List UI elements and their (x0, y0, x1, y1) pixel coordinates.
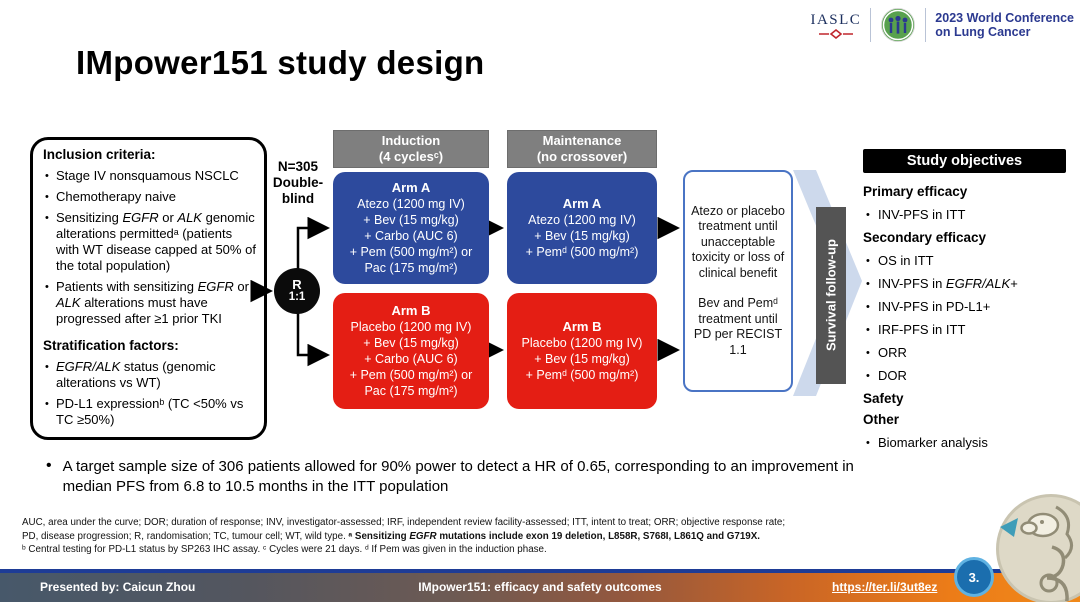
list-item: Sensitizing EGFR or ALK genomic alterati… (43, 210, 258, 274)
arm-a-maintenance-box: Arm A Atezo (1200 mg IV) + Bev (15 mg/kg… (507, 172, 657, 284)
secondary-efficacy-heading: Secondary efficacy (863, 230, 987, 245)
bullet-dot: • (46, 457, 52, 474)
safety-heading: Safety (863, 391, 904, 406)
study-objectives-panel: Primary efficacy INV-PFS in ITT Secondar… (863, 179, 1077, 458)
maintenance-phase-header: Maintenance (no crossover) (507, 130, 657, 168)
survival-followup-bar: Survival follow-up (816, 207, 846, 384)
randomization-r: R (292, 277, 302, 292)
other-heading: Other (863, 412, 900, 427)
stratification-heading: Stratification factors: (43, 338, 179, 353)
regimen-line: + Bev (15 mg/kg) (534, 352, 630, 366)
maintenance-header-line2: (no crossover) (536, 149, 628, 164)
arm-title: Arm A (562, 196, 602, 211)
continuation-para2: Bev and Pemᵈ treatment until PD per RECI… (693, 296, 783, 357)
page-number-badge: 3. (954, 557, 994, 597)
conference-brand: IASLC 2023 World Conference on Lung Canc… (810, 5, 1074, 45)
brand-divider (870, 8, 872, 42)
regimen-line: Atezo (1200 mg IV) (357, 197, 465, 211)
list-item: Chemotherapy naive (43, 189, 258, 205)
other-objectives-list: Biomarker analysis (863, 435, 1077, 451)
conference-line2: on Lung Cancer (935, 25, 1031, 39)
iaslc-ribbon-icon (818, 28, 853, 39)
induction-phase-header: Induction (4 cyclesᶜ) (333, 130, 489, 168)
regimen-line: + Bev (15 mg/kg) (363, 336, 459, 350)
footnote-line1: AUC, area under the curve; DOR; duration… (22, 517, 786, 528)
secondary-objectives-list: OS in ITT INV-PFS in EGFR/ALK+ INV-PFS i… (863, 253, 1077, 384)
conference-name: 2023 World Conference on Lung Cancer (935, 11, 1074, 39)
footer-bar (0, 573, 1080, 602)
inclusion-criteria-box: Inclusion criteria: Stage IV nonsquamous… (30, 137, 267, 440)
regimen-line: Placebo (1200 mg IV) (521, 336, 643, 350)
merlion-graphic (996, 494, 1080, 602)
iaslc-logo: IASLC (810, 12, 861, 39)
iaslc-wordmark: IASLC (810, 11, 862, 28)
list-item: ORR (863, 345, 1077, 361)
regimen-line: Placebo (1200 mg IV) (350, 320, 472, 334)
inclusion-heading: Inclusion criteria: (43, 147, 156, 162)
arm-a-induction-box: Arm A Atezo (1200 mg IV) + Bev (15 mg/kg… (333, 172, 489, 284)
regimen-line: + Pem (500 mg/m²) or (349, 368, 473, 382)
list-item: Stage IV nonsquamous NSCLC (43, 168, 258, 184)
list-item: DOR (863, 368, 1077, 384)
list-item: Biomarker analysis (863, 435, 1077, 451)
regimen-line: + Pemᵈ (500 mg/m²) (525, 245, 639, 259)
treatment-continuation-box: Atezo or placebo treatment until unaccep… (683, 170, 793, 392)
footnotes: AUC, area under the curve; DOR; duration… (22, 516, 930, 557)
arm-title: Arm B (391, 303, 431, 318)
arm-b-induction-box: Arm B Placebo (1200 mg IV) + Bev (15 mg/… (333, 293, 489, 409)
key-point: • A target sample size of 306 patients a… (46, 457, 876, 497)
page-title: IMpower151 study design (76, 44, 485, 81)
slide-link[interactable]: https://ter.li/3ut8ez (832, 580, 938, 594)
primary-objectives-list: INV-PFS in ITT (863, 207, 1077, 223)
induction-header-line1: Induction (381, 133, 441, 148)
deck-title: IMpower151: efficacy and safety outcomes (418, 580, 662, 594)
footer-accent-line (0, 569, 1080, 573)
key-point-text: A target sample size of 306 patients all… (62, 458, 854, 495)
continuation-para1: Atezo or placebo treatment until unaccep… (691, 203, 785, 280)
regimen-line: + Carbo (AUC 6) (364, 229, 458, 243)
arm-title: Arm A (391, 180, 431, 195)
brand-divider (925, 8, 927, 42)
study-objectives-header: Study objectives (863, 149, 1066, 173)
wclc-globe-icon (881, 8, 916, 42)
list-item: INV-PFS in PD-L1+ (863, 299, 1077, 315)
randomization-ratio: 1:1 (288, 291, 306, 303)
footnote-line2: PD, disease progression; R, randomisatio… (22, 530, 760, 542)
regimen-line: + Pemᵈ (500 mg/m²) (525, 368, 639, 382)
list-item: OS in ITT (863, 253, 1077, 269)
n-label: N=305 (277, 159, 319, 174)
list-item: IRF-PFS in ITT (863, 322, 1077, 338)
arm-title: Arm B (562, 319, 602, 334)
regimen-line: Pac (175 mg/m²) (364, 384, 458, 398)
regimen-line: + Carbo (AUC 6) (364, 352, 458, 366)
regimen-line: + Bev (15 mg/kg) (534, 229, 630, 243)
primary-efficacy-heading: Primary efficacy (863, 184, 968, 199)
merlion-icon (1000, 505, 1073, 602)
randomization-labels: N=305 Double-blind (264, 159, 332, 207)
regimen-line: Atezo (1200 mg IV) (528, 213, 636, 227)
inclusion-list: Stage IV nonsquamous NSCLC Chemotherapy … (43, 168, 258, 327)
footnote-line3: ᵇ Central testing for PD-L1 status by SP… (22, 544, 547, 555)
regimen-line: + Bev (15 mg/kg) (363, 213, 459, 227)
list-item: Patients with sensitizing EGFR or ALK al… (43, 279, 258, 327)
arm-b-maintenance-box: Arm B Placebo (1200 mg IV) + Bev (15 mg/… (507, 293, 657, 409)
randomization-circle: R 1:1 (274, 268, 320, 314)
list-item: EGFR/ALK status (genomic alterations vs … (43, 359, 258, 391)
regimen-line: Pac (175 mg/m²) (364, 261, 458, 275)
list-item: INV-PFS in ITT (863, 207, 1077, 223)
maintenance-header-line1: Maintenance (542, 133, 622, 148)
induction-header-line2: (4 cyclesᶜ) (378, 149, 444, 164)
conference-line1: 2023 World Conference (935, 11, 1074, 25)
list-item: INV-PFS in EGFR/ALK+ (863, 276, 1077, 292)
stratification-list: EGFR/ALK status (genomic alterations vs … (43, 359, 258, 428)
presented-by: Presented by: Caicun Zhou (40, 580, 196, 594)
double-blind-label: Double-blind (272, 175, 324, 206)
list-item: PD-L1 expressionᵇ (TC <50% vs TC ≥50%) (43, 396, 258, 428)
regimen-line: + Pem (500 mg/m²) or (349, 245, 473, 259)
